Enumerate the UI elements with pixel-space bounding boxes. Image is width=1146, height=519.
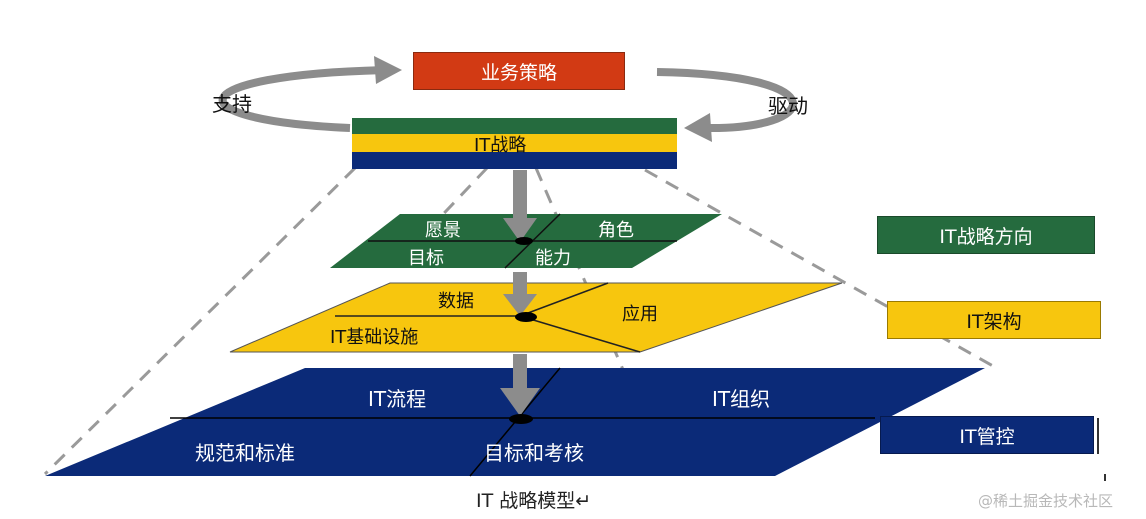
center-dot [515,237,533,245]
perspective-line-right [644,168,1001,372]
arrow-down-icon [500,388,540,416]
arrow-down-icon [503,218,537,242]
legend-direction-box: IT战略方向 [877,216,1095,254]
legend-direction-label: IT战略方向 [939,225,1033,248]
standards-label: 规范和标准 [195,441,295,465]
assessment-label: 目标和考核 [484,441,584,465]
it-strategy-label: IT战略 [474,135,527,156]
infrastructure-label: IT基础设施 [330,327,419,348]
role-label: 角色 [598,220,634,241]
drive-arrow [656,68,797,133]
watermark: @稀土掘金技术社区 [978,492,1114,510]
legend-governance-label: IT管控 [959,425,1015,448]
drive-label: 驱动 [768,94,808,118]
center-arrows [500,170,540,416]
architecture-divider-diag [519,315,641,353]
vision-label: 愿景 [425,220,461,241]
perspective-line-left [43,166,357,476]
it-strategy-band-navy [352,152,677,169]
center-dot [515,312,537,322]
support-arrowhead-icon [374,56,402,84]
diagram-caption: IT 战略模型↵ [476,490,592,512]
it-strategy-band-yellow [352,134,677,152]
architecture-divider-up [519,282,609,317]
arrow-down-icon [503,294,537,316]
application-label: 应用 [622,304,658,325]
support-arrow [218,66,386,132]
legend-architecture-box: IT架构 [887,301,1101,339]
goal-label: 目标 [408,248,444,269]
drive-arrowhead-icon [684,113,712,142]
legend-governance-box: IT管控 [880,416,1094,454]
capability-label: 能力 [535,248,571,269]
legend-architecture-label: IT架构 [966,310,1022,333]
process-label: IT流程 [368,387,427,411]
organization-label: IT组织 [712,387,771,411]
business-strategy-label: 业务策略 [480,61,557,84]
data-label: 数据 [438,291,474,312]
business-strategy-box: 业务策略 [413,52,625,90]
center-dot [509,414,533,424]
support-label: 支持 [212,92,252,116]
it-strategy-band-green [352,118,677,134]
